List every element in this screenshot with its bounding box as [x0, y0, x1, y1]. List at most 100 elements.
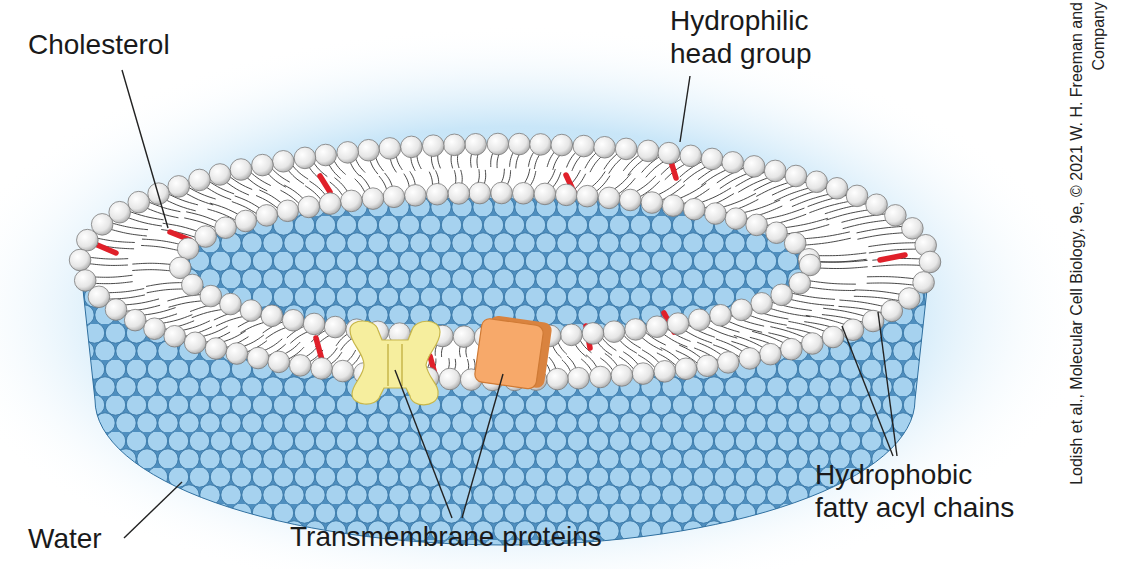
head-group — [725, 208, 747, 230]
fatty-acyl-chain — [857, 233, 904, 240]
channel-line — [387, 344, 389, 386]
head-group — [705, 203, 727, 225]
fatty-acyl-chain — [809, 201, 850, 213]
head-group — [598, 187, 620, 209]
head-group — [240, 300, 262, 322]
head-group — [444, 134, 466, 156]
head-group — [69, 249, 91, 271]
fatty-acyl-chain — [808, 287, 856, 291]
head-group — [551, 134, 573, 156]
head-group — [513, 182, 535, 204]
fatty-acyl-chain — [613, 174, 631, 191]
fatty-acyl-chain — [679, 183, 707, 199]
head-group — [826, 178, 848, 200]
fatty-acyl-chain — [734, 335, 764, 348]
leader-line — [842, 326, 893, 456]
fatty-acyl-chain — [803, 232, 850, 239]
head-group — [561, 324, 583, 346]
fatty-acyl-chain — [142, 239, 181, 244]
fatty-acyl-chain — [763, 208, 804, 220]
fatty-acyl-chain — [123, 299, 159, 305]
leader-line — [680, 76, 690, 142]
head-group — [530, 134, 552, 156]
head-group — [311, 358, 333, 380]
fatty-acyl-chain — [267, 173, 286, 188]
leader-line — [395, 370, 452, 518]
fatty-acyl-chain — [843, 220, 888, 229]
head-group — [611, 365, 633, 387]
fatty-acyl-chain — [679, 345, 702, 359]
head-group — [383, 186, 405, 208]
fatty-acyl-chain — [590, 156, 602, 173]
fatty-acyl-chain — [789, 299, 834, 306]
head-group — [842, 319, 864, 341]
fatty-acyl-chain — [817, 259, 866, 262]
head-group — [547, 368, 569, 390]
head-group — [658, 142, 680, 164]
head-group — [362, 188, 384, 210]
fatty-acyl-chain — [817, 253, 866, 256]
channel-protein — [350, 321, 440, 405]
head-group — [128, 191, 150, 213]
vesicle-lumen — [180, 193, 810, 337]
head-group — [573, 135, 595, 157]
head-group — [722, 152, 744, 174]
fatty-acyl-chain — [663, 333, 688, 347]
head-group — [646, 316, 668, 338]
head-group — [641, 192, 663, 214]
fatty-acyl-chain — [657, 179, 681, 195]
head-group — [689, 309, 711, 331]
head-group — [683, 198, 705, 220]
head-group — [697, 355, 719, 377]
head-group — [252, 154, 274, 176]
head-group — [491, 182, 513, 204]
head-group — [144, 318, 166, 340]
fatty-acyl-chain — [210, 203, 240, 215]
transmembrane-protein — [350, 321, 440, 405]
fatty-acyl-chain — [235, 196, 261, 209]
fatty-acyl-chain — [869, 249, 918, 253]
head-group — [303, 313, 325, 335]
head-group — [422, 135, 444, 157]
head-group — [534, 183, 556, 205]
fatty-acyl-chain — [788, 321, 826, 331]
head-group — [654, 361, 676, 383]
fatty-acyl-chain — [161, 315, 192, 324]
head-group — [866, 194, 888, 216]
protein-block — [474, 318, 544, 390]
fatty-acyl-chain — [132, 263, 172, 264]
head-group — [182, 274, 204, 296]
head-group — [200, 285, 222, 307]
head-group — [315, 144, 337, 166]
head-group — [439, 368, 461, 390]
fatty-acyl-chain — [165, 199, 196, 210]
head-group — [209, 164, 231, 186]
fatty-acyl-chain — [808, 281, 856, 285]
head-group — [289, 355, 311, 377]
fatty-acyl-chain — [109, 229, 146, 236]
fatty-acyl-chain — [146, 283, 184, 287]
head-group — [781, 338, 803, 360]
head-group — [453, 326, 475, 348]
fatty-acyl-chain — [706, 326, 738, 338]
leader-lines — [122, 70, 897, 538]
head-group — [667, 313, 689, 335]
head-group — [268, 351, 290, 373]
fatty-acyl-chain — [716, 339, 744, 352]
fatty-acyl-chain — [186, 212, 219, 222]
head-group — [235, 210, 257, 232]
fatty-acyl-chain — [839, 300, 884, 307]
fatty-acyl-chain — [697, 342, 722, 356]
leader-line — [878, 312, 897, 456]
fatty-acyl-chain — [684, 330, 712, 343]
fatty-acyl-chain — [216, 316, 245, 326]
head-group — [332, 360, 354, 382]
head-group — [298, 196, 320, 218]
fatty-acyl-chain — [572, 155, 582, 171]
head-group — [582, 323, 604, 345]
head-group — [603, 321, 625, 343]
fatty-acyl-chain — [107, 289, 145, 293]
fatty-acyl-chain — [804, 238, 851, 245]
leader-line — [462, 374, 503, 518]
head-group — [771, 284, 793, 306]
